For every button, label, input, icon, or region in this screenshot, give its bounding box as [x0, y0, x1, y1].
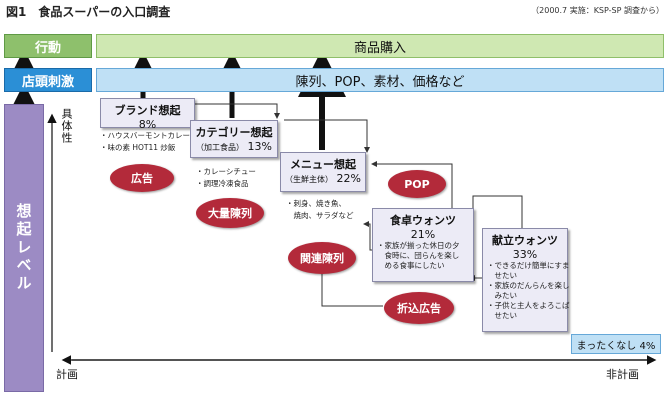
box-category-recall: カテゴリー想起 （加工食品） 13% [190, 120, 278, 158]
note-line: 食時に、団らんを楽し [377, 251, 460, 260]
notes-brand: ・ハウスバーモントカレー ・味の素 HOT11 炒飯 [100, 130, 190, 154]
box-table-wants: 食卓ウォンツ 21% ・家族が揃った休日の夕 食時に、団らんを楽し める食事にし… [372, 208, 474, 282]
source-note: （2000.7 実施：KSP-SP 調査から） [531, 6, 664, 15]
note-line: ・家族が揃った休日の夕 [377, 241, 460, 250]
box-none: まったくなし 4% [571, 334, 661, 354]
oval-flyer: 折込広告 [384, 292, 454, 324]
notes-menu: ・刺身、焼き魚、 焼肉、サラダなど [286, 198, 354, 222]
box-table-pct: 21% [410, 228, 436, 241]
axis-label-concrete: 具体性 [60, 108, 73, 144]
axis-label-planned: 計画 [56, 368, 78, 381]
box-menu-plan-wants: 献立ウォンツ 33% ・できるだけ簡単にすま せたい ・家族のだんらんを楽し み… [482, 228, 570, 332]
notes-table: ・家族が揃った休日の夕 食時に、団らんを楽し める食事にしたい [377, 241, 473, 271]
note-line: める食事にしたい [377, 261, 445, 270]
axis-label-unplanned: 非計画 [606, 368, 639, 381]
box-menu-sub: （生鮮主体） [285, 175, 334, 184]
note-line: 焼肉、サラダなど [286, 211, 354, 220]
box-category-title: カテゴリー想起 [195, 126, 273, 139]
oval-pop: POP [388, 170, 446, 198]
box-brand-title: ブランド想起 [114, 104, 181, 117]
band-purchase: 商品購入 [96, 34, 664, 58]
note-line: せたい [487, 271, 517, 280]
box-plan-title: 献立ウォンツ [492, 234, 558, 247]
label-store-stimulus: 店頭刺激 [4, 68, 92, 92]
note-line: ・刺身、焼き魚、 [286, 199, 346, 208]
oval-related-display: 関連陳列 [288, 242, 356, 274]
note-line: ・家族のだんらんを楽し [487, 281, 570, 290]
box-category-pct: 13% [247, 140, 272, 153]
box-category-sub: （加工食品） [196, 143, 245, 152]
note-line: ・ハウスバーモントカレー [100, 131, 190, 140]
label-action: 行動 [4, 34, 92, 58]
notes-category: ・カレーシチュー ・調理冷凍食品 [196, 166, 256, 190]
box-plan-pct: 33% [512, 248, 538, 261]
box-menu-title: メニュー想起 [290, 158, 356, 171]
box-brand-recall: ブランド想起 8% [100, 98, 195, 131]
box-menu-recall: メニュー想起 （生鮮主体） 22% [280, 152, 366, 192]
box-menu-pct: 22% [336, 172, 361, 185]
figure-title: 図1 食品スーパーの入口調査 [6, 5, 171, 19]
note-line: ・カレーシチュー [196, 167, 256, 176]
label-recall-level: 想起レベル [4, 104, 44, 392]
note-line: ・調理冷凍食品 [196, 179, 249, 188]
box-brand-pct: 8% [138, 118, 157, 131]
notes-plan: ・できるだけ簡単にすま せたい ・家族のだんらんを楽し みたい ・子供と主人をよ… [487, 261, 570, 321]
note-line: ・味の素 HOT11 炒飯 [100, 143, 176, 152]
note-line: ・できるだけ簡単にすま [487, 261, 570, 270]
oval-mass-display: 大量陳列 [196, 198, 264, 228]
box-table-title: 食卓ウォンツ [390, 214, 456, 227]
note-line: ・子供と主人をよろこば [487, 301, 570, 310]
note-line: みたい [487, 291, 517, 300]
note-line: せたい [487, 311, 517, 320]
oval-advertising: 広告 [110, 164, 174, 192]
band-stimuli: 陳列、POP、素材、価格など [96, 68, 664, 92]
